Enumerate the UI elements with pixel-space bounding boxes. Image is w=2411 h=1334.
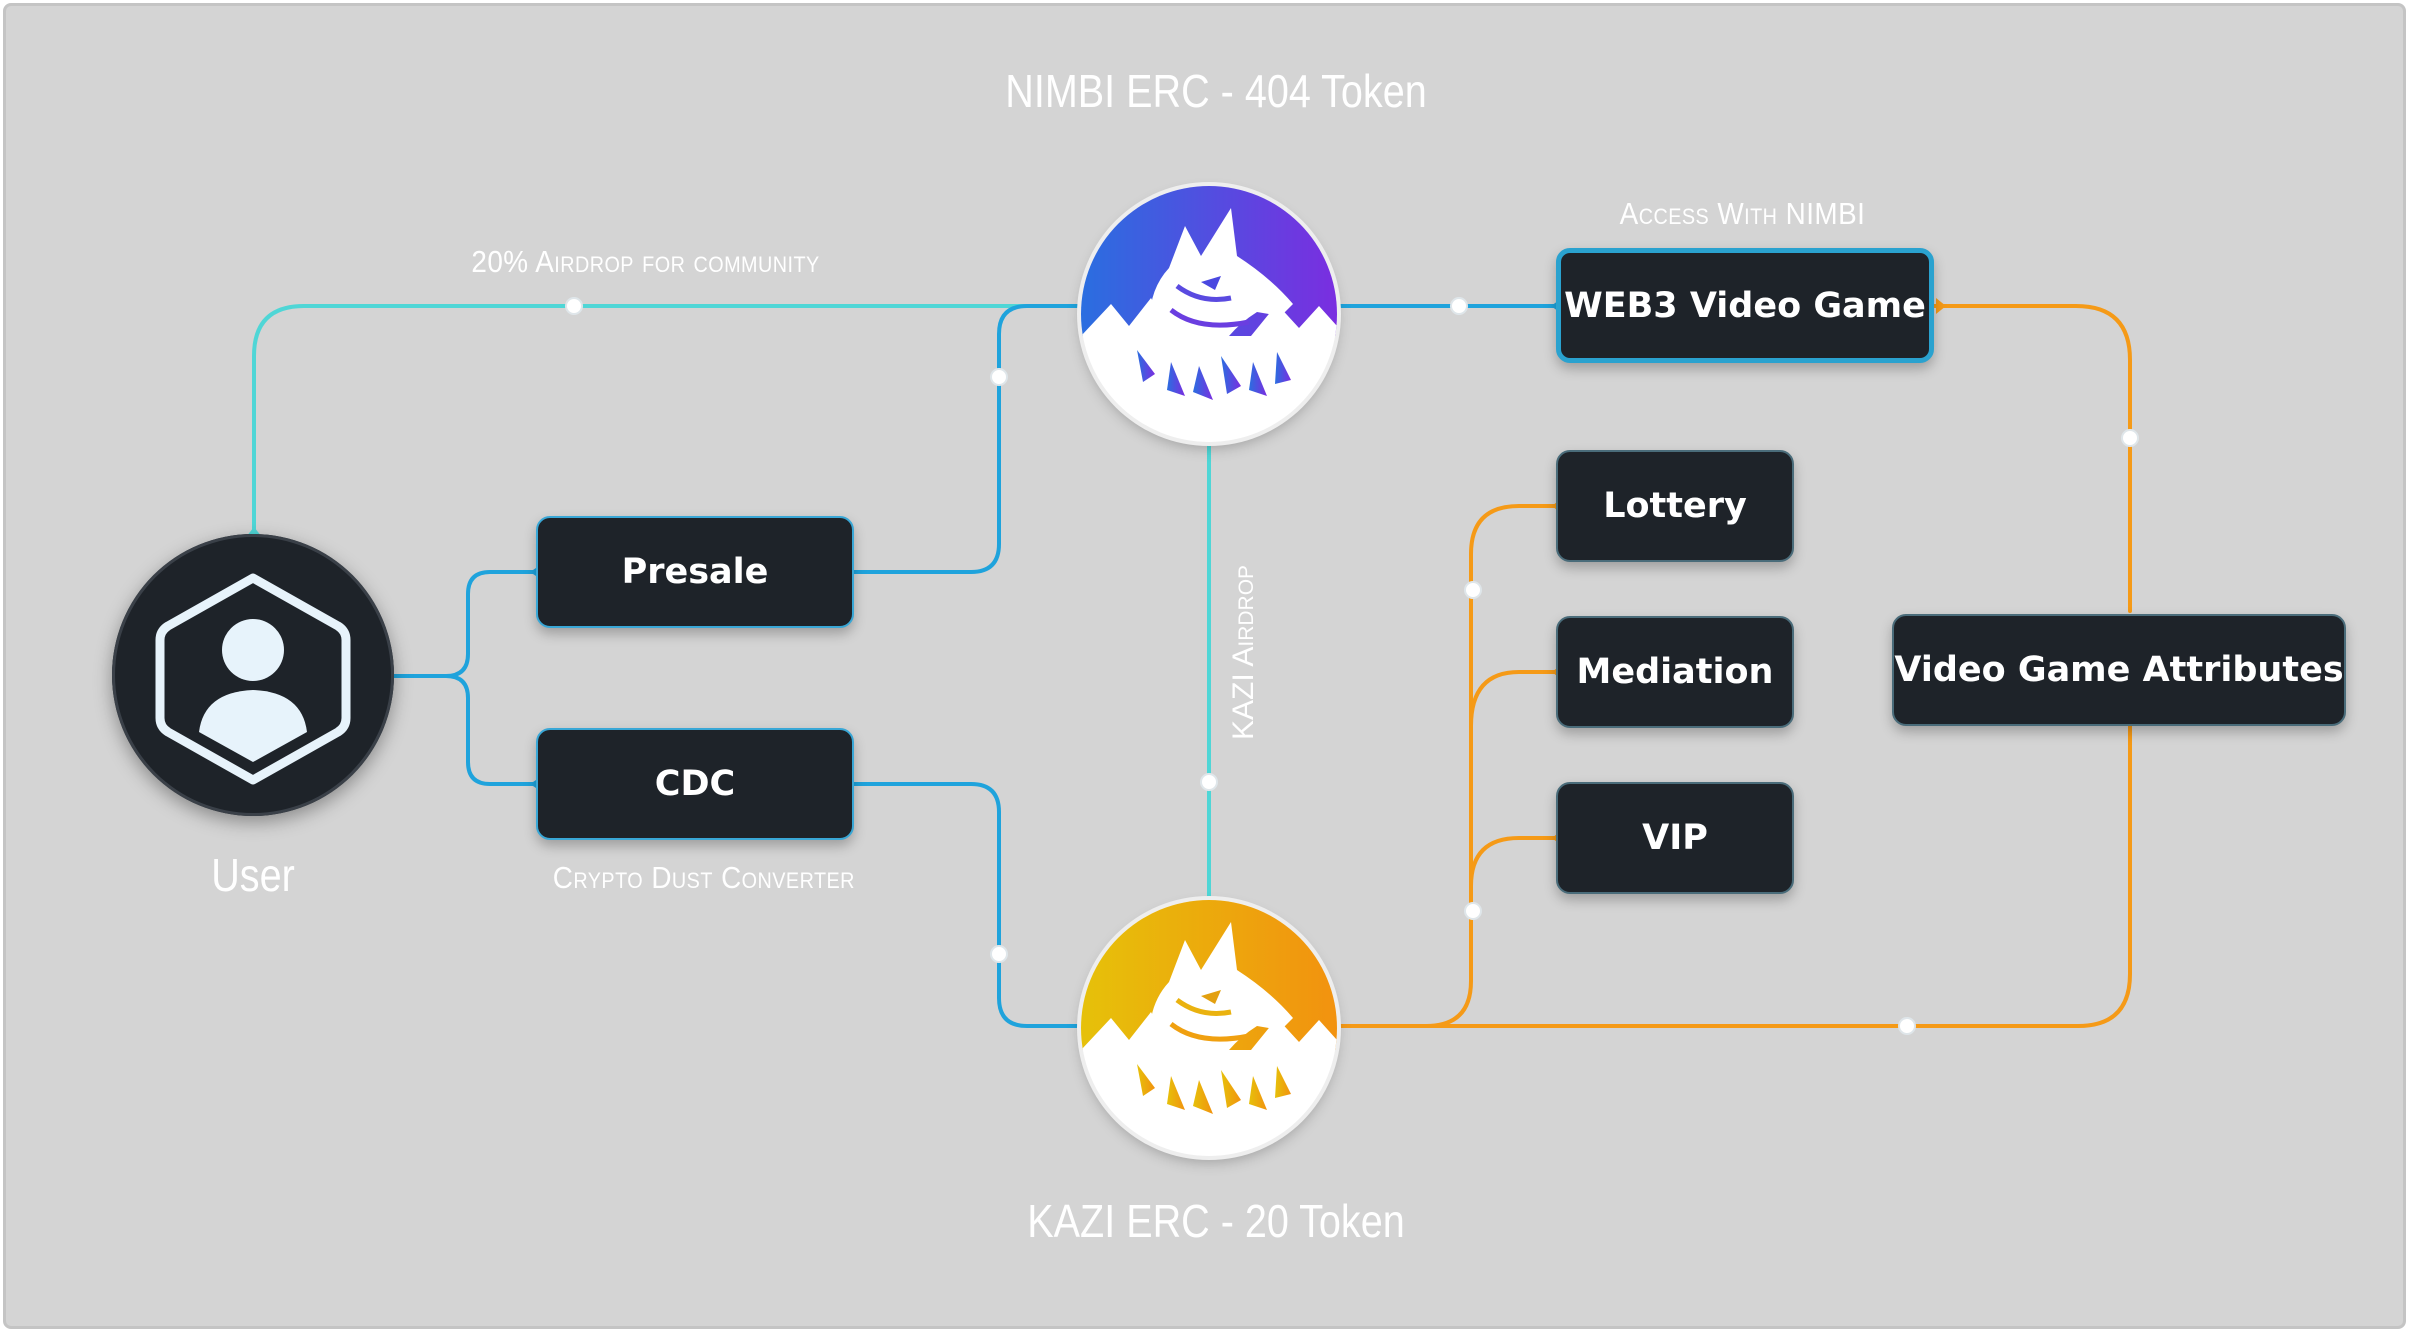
link-kazi-vip — [1469, 836, 1558, 888]
link-web3-attributes — [1932, 304, 2132, 613]
user-hexagon-icon — [155, 573, 351, 785]
link-kazi-attributes — [1335, 719, 2132, 1028]
access-with-nimbi-label: Access With NIMBI — [1619, 196, 1866, 231]
web3-video-game-node[interactable]: WEB3 Video Game — [1556, 248, 1934, 363]
cdc-node[interactable]: CDC — [536, 728, 854, 840]
mediation-node[interactable]: Mediation — [1556, 616, 1794, 728]
link-kazi-mediation — [1469, 670, 1558, 728]
cdc-caption: Crypto Dust Converter — [552, 860, 855, 895]
user-label: User — [211, 849, 295, 901]
video-game-attributes-node[interactable]: Video Game Attributes — [1892, 614, 2346, 726]
link-user-cdc — [392, 674, 538, 786]
link-user-nimbi-airdrop — [252, 304, 1083, 535]
kazi-token-title: KAZI ERC - 20 Token — [1027, 1195, 1405, 1247]
link-cdc-kazi — [852, 782, 1083, 1028]
user-node[interactable] — [112, 534, 394, 816]
diagram-canvas: NIMBI ERC - 404 Token KAZI ERC - 20 Toke… — [3, 3, 2406, 1329]
link-kazi-lottery — [1335, 504, 1558, 1028]
kazi-airdrop-label: KAZI Airdrop — [1227, 564, 1260, 740]
presale-node[interactable]: Presale — [536, 516, 854, 628]
airdrop-community-label: 20% Airdrop for community — [471, 244, 820, 279]
wolf-logo-orange-icon — [1081, 900, 1337, 1114]
kazi-token-node[interactable] — [1081, 900, 1337, 1156]
nimbi-token-node[interactable] — [1081, 186, 1337, 442]
vip-node[interactable]: VIP — [1556, 782, 1794, 894]
link-user-presale — [392, 570, 538, 678]
wolf-logo-purple-icon — [1081, 186, 1337, 400]
nimbi-token-title: NIMBI ERC - 404 Token — [1005, 65, 1427, 117]
connector-lines — [246, 297, 2139, 1035]
lottery-node[interactable]: Lottery — [1556, 450, 1794, 562]
link-presale-nimbi — [852, 304, 1083, 574]
